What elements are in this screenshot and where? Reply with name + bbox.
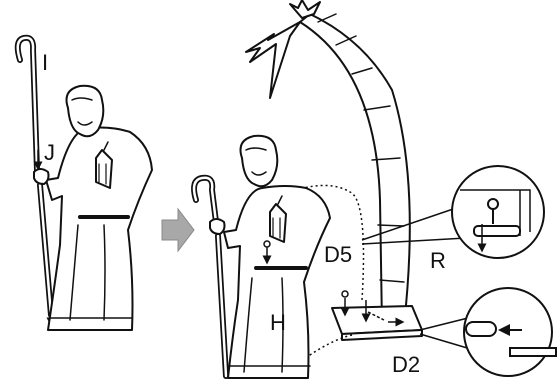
right-arrow-icon [161,207,195,253]
label-ring-r: R [430,248,446,273]
detail-callout-plug [419,287,557,377]
lantern [95,141,113,189]
staff-part [14,34,56,327]
label-wire-d5: D5 [324,242,352,267]
label-wire-d2: D2 [392,352,420,377]
right-shepherd-figure [191,134,331,379]
label-hand: J [44,140,55,165]
detail-callout-ring [361,165,545,259]
label-figure: H [270,310,286,335]
label-staff: I [42,50,48,75]
palm-tree [245,0,411,326]
left-hand [33,168,50,185]
head [65,84,105,138]
left-shepherd-figure [14,34,153,331]
base-platform [331,290,423,341]
